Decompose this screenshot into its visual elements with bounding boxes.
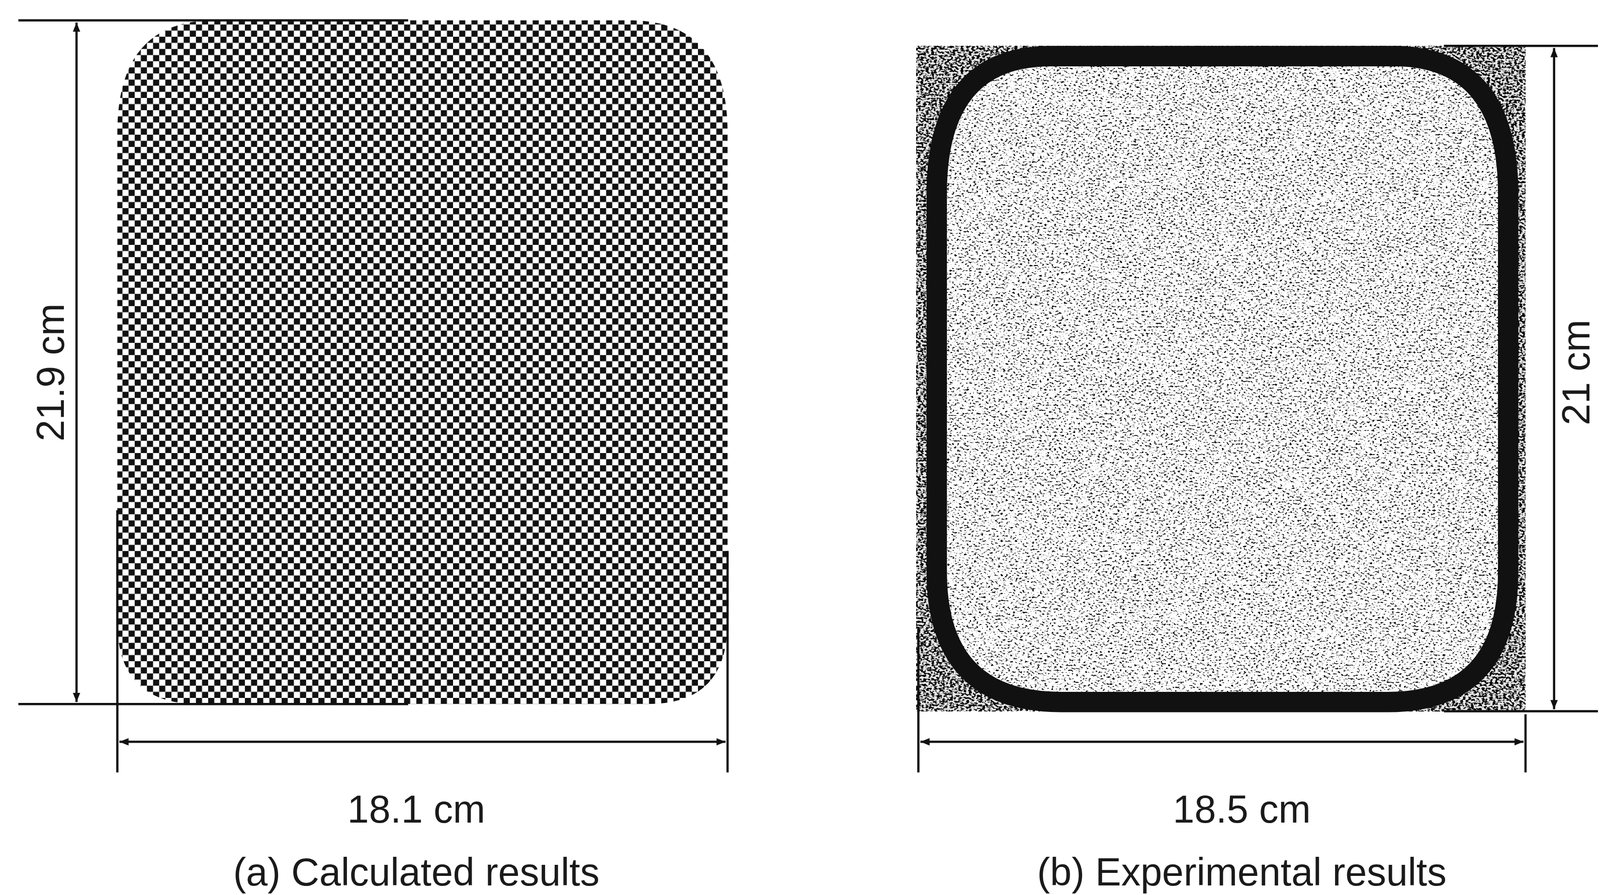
panel-caption: (b) Experimental results xyxy=(1037,853,1447,893)
dimension-lines xyxy=(918,45,1598,773)
dimension-label: 18.5 cm xyxy=(1173,789,1311,829)
dimension-lines xyxy=(18,20,728,773)
experimental-speckle xyxy=(916,45,1526,711)
dimension-label: 21.9 cm xyxy=(31,303,71,442)
experimental-ground xyxy=(916,45,1526,711)
calculated-shape xyxy=(117,20,728,705)
experimental-noise xyxy=(916,45,1526,711)
dimension-label: 18.1 cm xyxy=(347,789,486,829)
panel-caption: (a) Calculated results xyxy=(233,853,600,893)
label-patch xyxy=(30,290,72,455)
experimental-ring xyxy=(936,56,1508,703)
dimension-label: 21 cm xyxy=(1557,319,1596,426)
